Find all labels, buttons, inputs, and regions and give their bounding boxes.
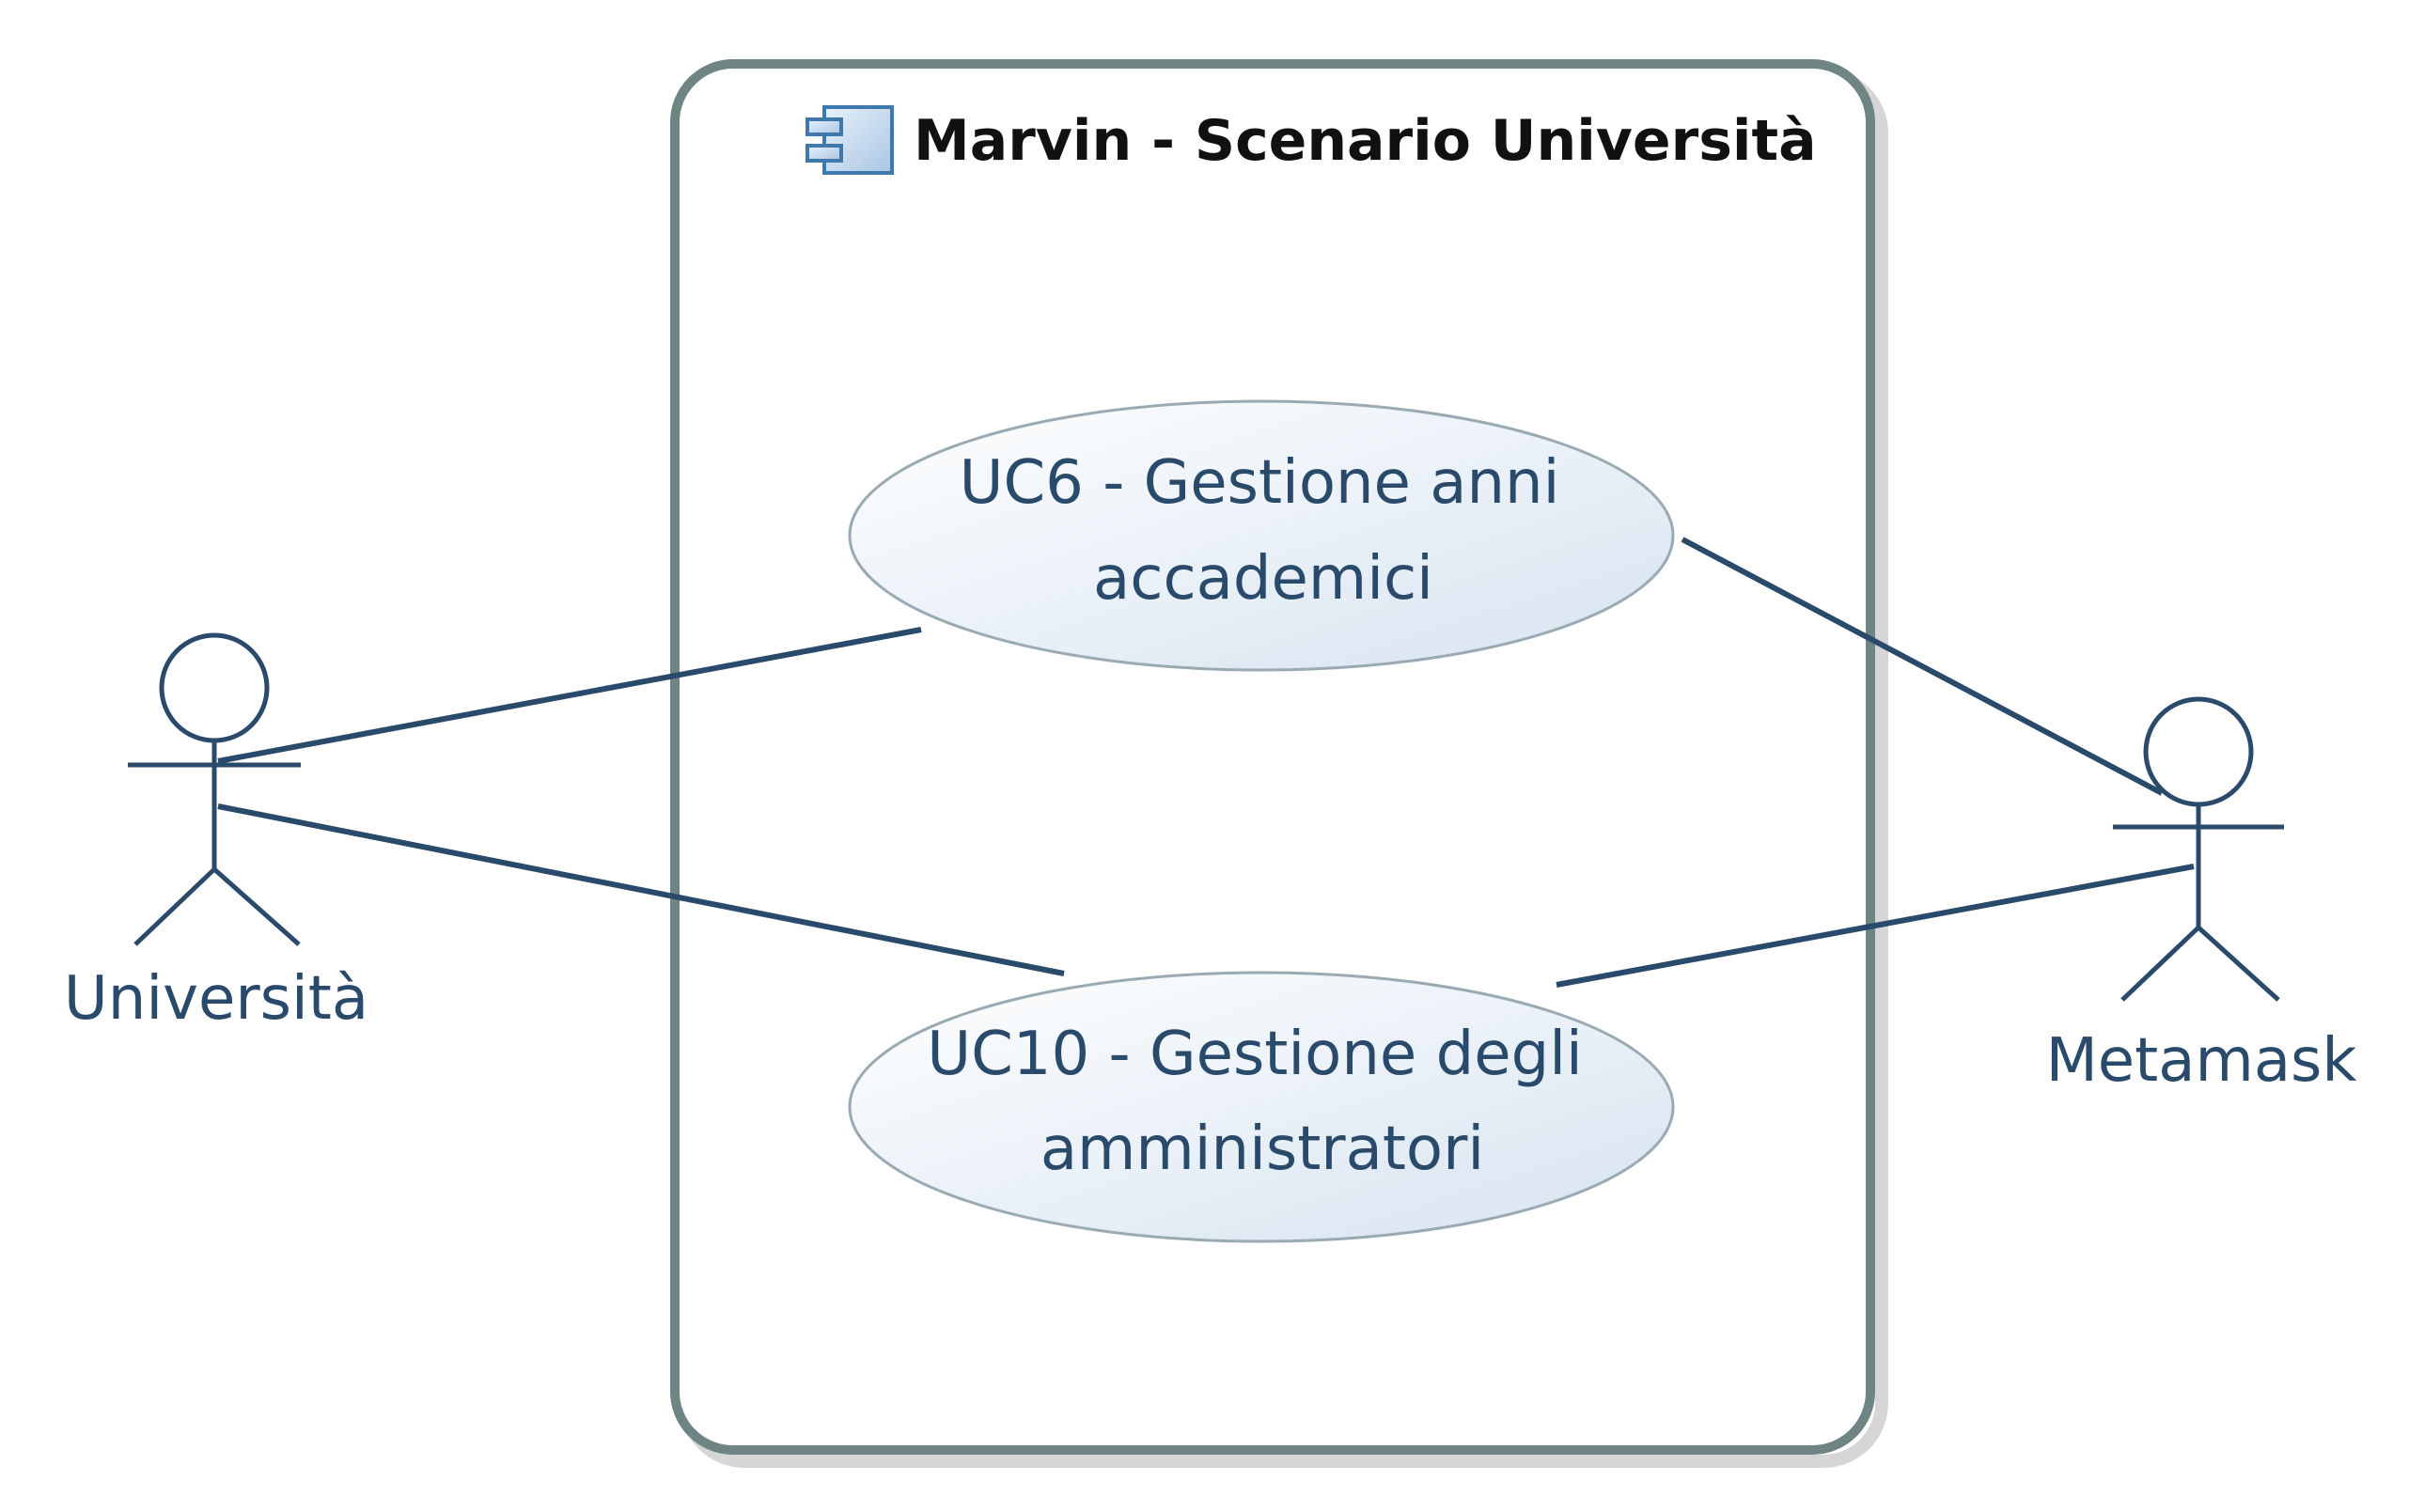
use-case-uc10-label-line2: amministratori: [1040, 1115, 1484, 1184]
use-case-uc10[interactable]: UC10 - Gestione degli amministratori: [848, 971, 1675, 1243]
associations: [217, 537, 2195, 988]
use-case-uc6-label-line2: accademici: [1093, 544, 1433, 614]
actor-metamask[interactable]: Metamask: [2046, 696, 2357, 1096]
association-universita-uc10: [217, 803, 1065, 976]
system-boundary: [670, 59, 1888, 1468]
association-universita-uc6: [217, 627, 922, 764]
component-icon: [806, 105, 894, 175]
use-case-uc6[interactable]: UC6 - Gestione anni accademici: [848, 399, 1675, 672]
use-case-uc6-label-line1: UC6 - Gestione anni: [960, 448, 1560, 518]
use-case-uc10-shape: [848, 971, 1675, 1243]
use-case-uc10-label-line1: UC10 - Gestione degli: [927, 1020, 1583, 1089]
actor-universita[interactable]: Università: [64, 632, 368, 1034]
actor-metamask-label: Metamask: [2046, 1026, 2357, 1096]
system-title: Marvin - Scenario Università: [914, 108, 1817, 174]
association-metamask-uc10: [1556, 864, 2195, 988]
use-case-uc6-shape: [848, 399, 1675, 672]
association-metamask-uc6: [1681, 537, 2164, 796]
actor-universita-label: Università: [64, 964, 368, 1034]
actor-metamask-figure: [2113, 696, 2284, 1002]
actor-universita-figure: [128, 632, 301, 946]
